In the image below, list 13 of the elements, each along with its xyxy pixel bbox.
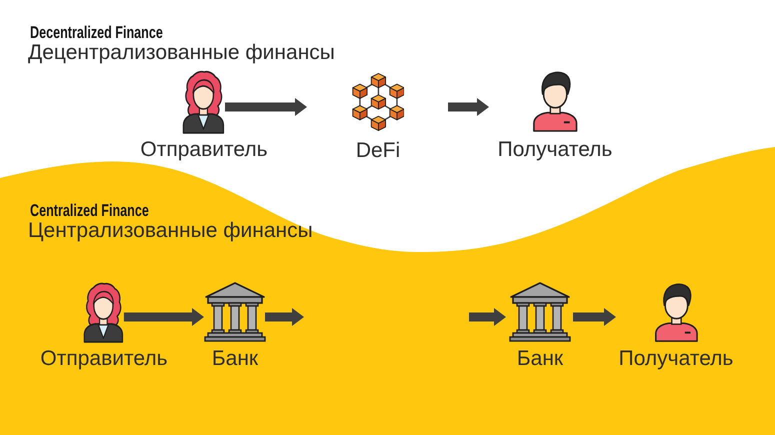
- arrow: [225, 98, 307, 116]
- node-label: Банк: [516, 347, 564, 371]
- node-label: Получатель: [618, 347, 734, 371]
- arrow: [448, 98, 489, 116]
- arrow: [469, 308, 506, 326]
- arrow: [265, 308, 304, 326]
- node-label: Банк: [212, 347, 258, 371]
- node-label: Отправитель: [40, 347, 168, 371]
- arrow: [573, 308, 616, 326]
- arrow: [124, 308, 204, 326]
- node-label: Получатель: [498, 138, 612, 162]
- node-label: Отправитель: [140, 138, 268, 162]
- node-label: DeFi: [356, 139, 400, 163]
